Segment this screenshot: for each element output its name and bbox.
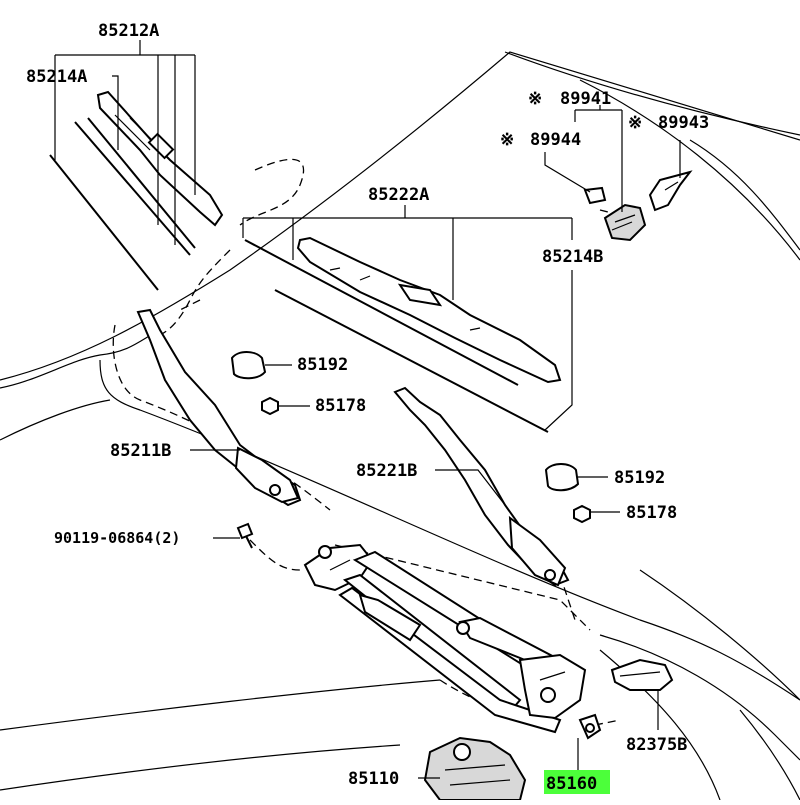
wiper-blade-85222A (244, 236, 562, 433)
label-89941: 89941 (560, 89, 611, 109)
note-mark-89941: ※ (528, 89, 542, 109)
washer-parts-89941 (583, 170, 693, 242)
label-85214B: 85214B (542, 247, 603, 267)
label-85192-upper: 85192 (297, 355, 348, 375)
wiper-arm-85211B (136, 308, 302, 507)
label-85178-upper: 85178 (315, 396, 366, 416)
wiper-blade-85212A (96, 90, 224, 227)
wiper-motor-85110 (423, 736, 527, 801)
label-85212A: 85212A (98, 21, 159, 41)
label-90119: 90119-06864(2) (54, 529, 180, 547)
label-89944: 89944 (530, 130, 581, 150)
label-85222A: 85222A (368, 185, 429, 205)
note-mark-89944: ※ (500, 130, 514, 150)
leader-lines (54, 40, 681, 779)
nut-85178-lower (573, 504, 591, 524)
nut-85178-upper (261, 396, 279, 416)
cap-85192-lower (544, 463, 580, 492)
label-85110: 85110 (348, 769, 399, 789)
wiper-arm-85221B (393, 386, 570, 587)
label-85214A: 85214A (26, 67, 87, 87)
label-85192-lower: 85192 (614, 468, 665, 488)
label-89943: 89943 (658, 113, 709, 133)
guide-lines (112, 158, 621, 726)
label-85178-lower: 85178 (626, 503, 677, 523)
bolt-90119 (236, 522, 254, 549)
note-mark-89943: ※ (628, 113, 642, 133)
cap-85192-upper (230, 351, 267, 380)
label-85211B: 85211B (110, 441, 171, 461)
highlight-85160 (544, 770, 610, 794)
label-85160: 85160 (546, 774, 597, 794)
clip-82375B (610, 658, 674, 691)
wiper-blade-rubber-85214A (49, 117, 196, 291)
label-82375B: 82375B (626, 735, 687, 755)
wiper-linkage (303, 543, 587, 734)
part-labels: 85212A 85214A ※ 89941 ※ 89944 ※ 89943 85… (26, 21, 709, 794)
label-85221B: 85221B (356, 461, 417, 481)
connector-85160 (578, 713, 602, 740)
